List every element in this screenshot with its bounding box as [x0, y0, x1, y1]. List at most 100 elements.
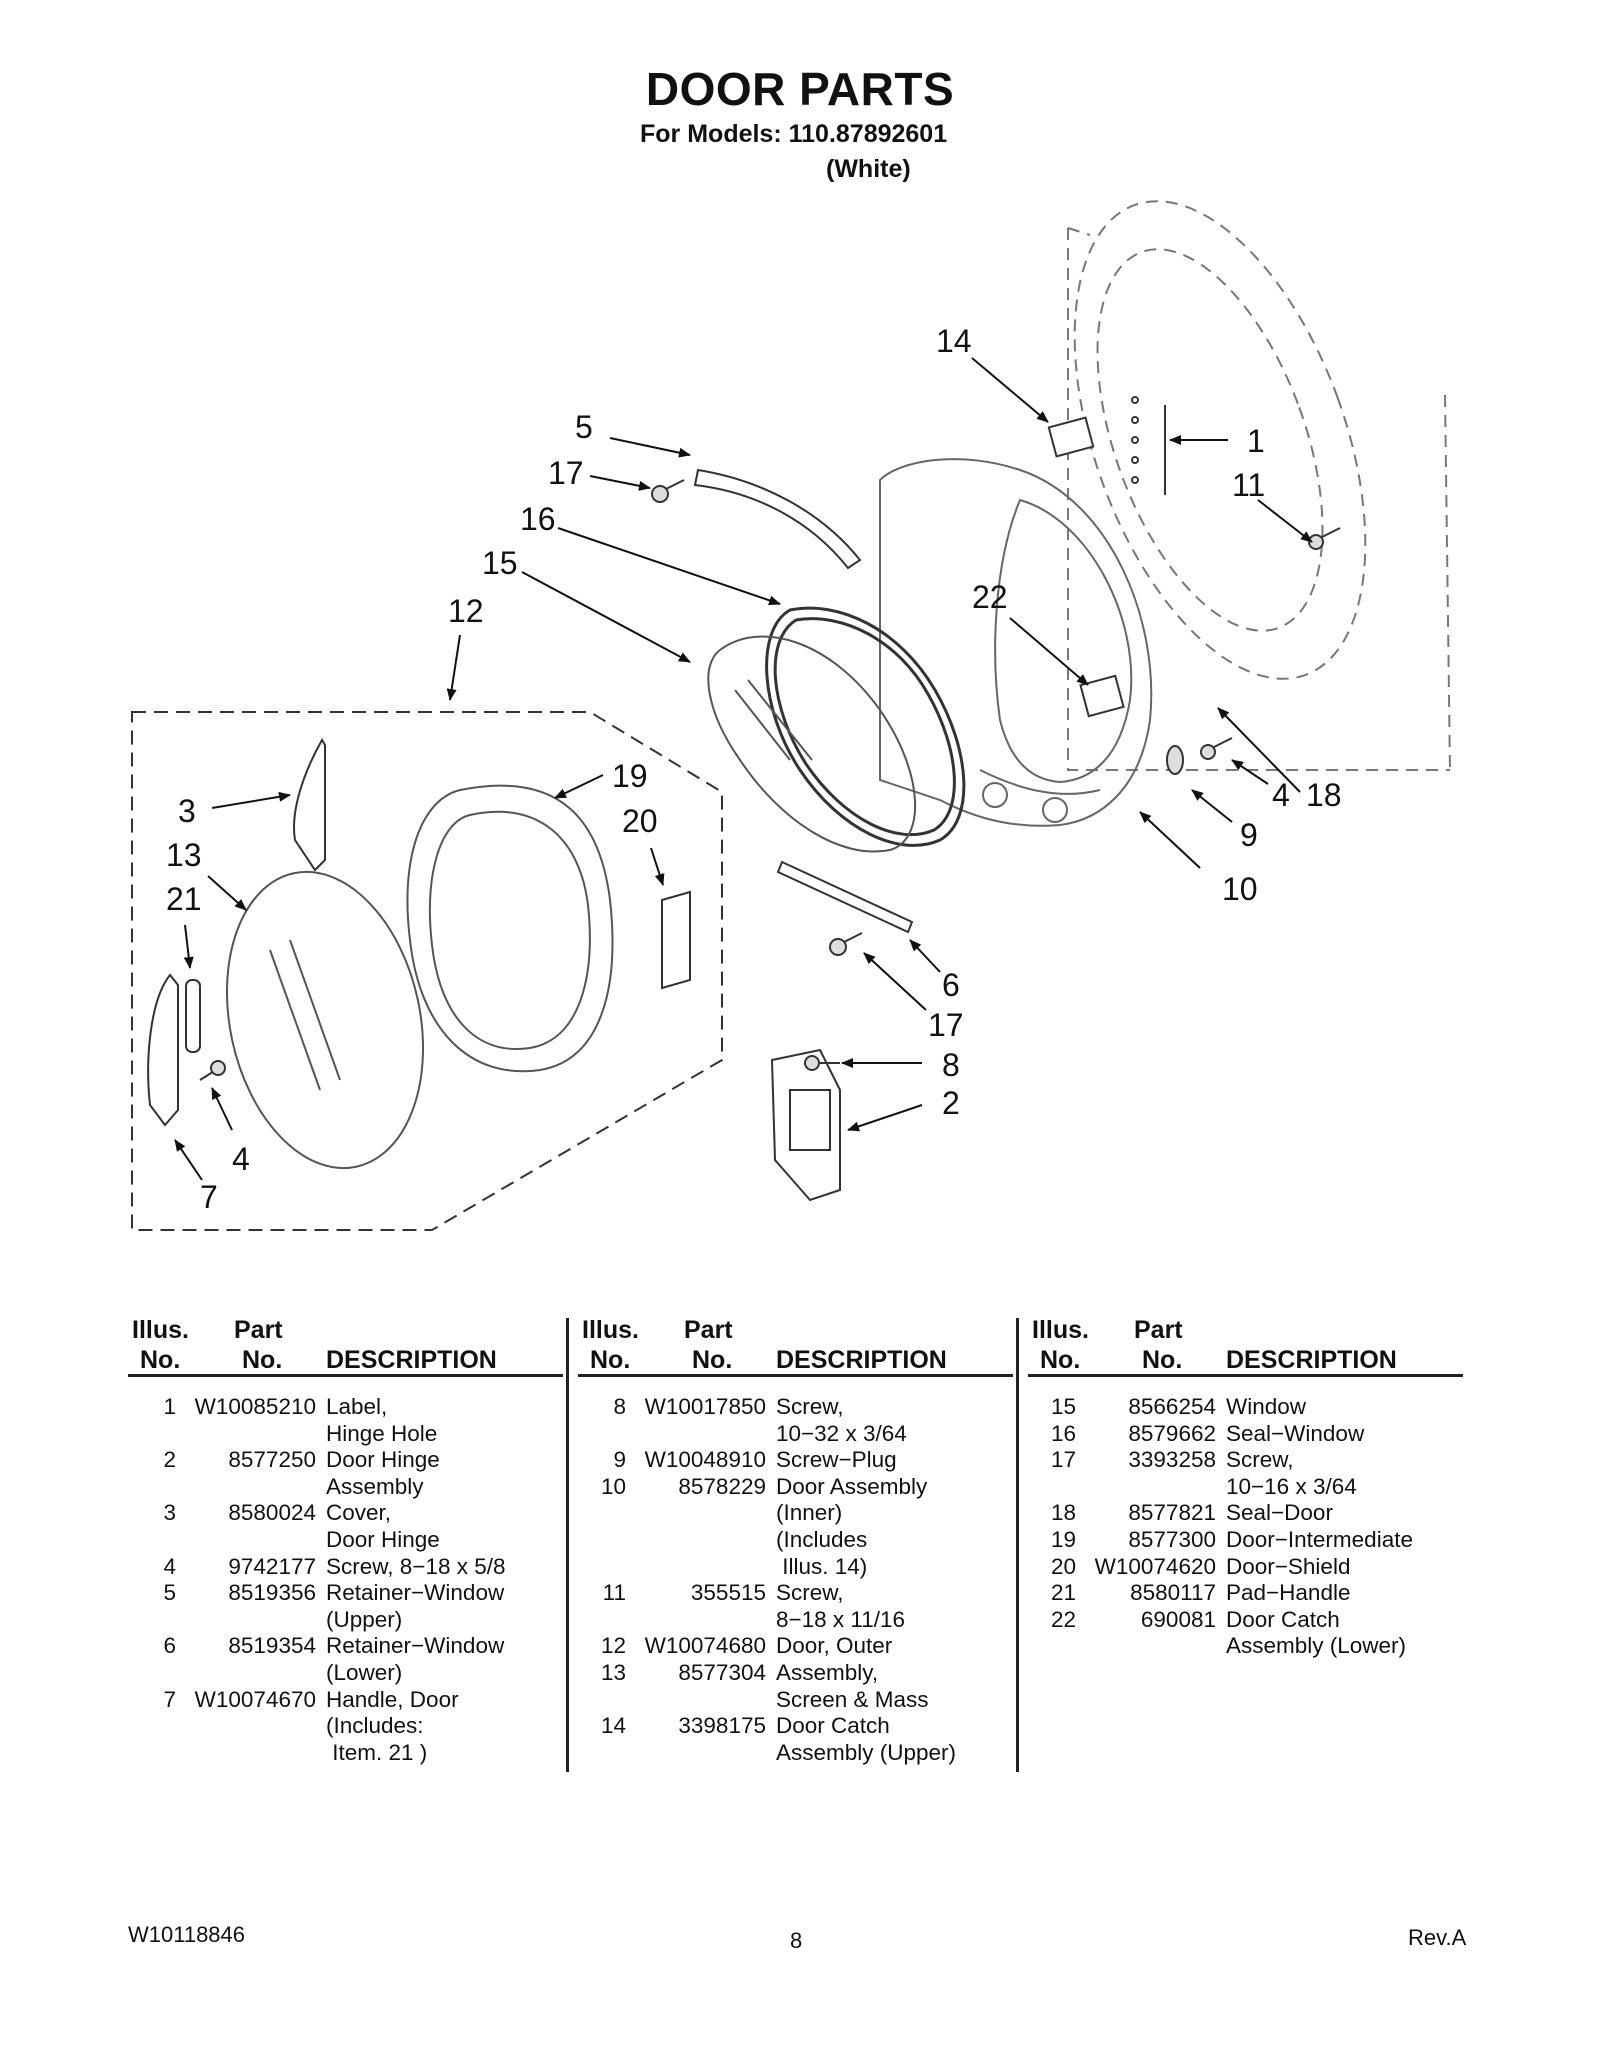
description-line: (Upper): [326, 1606, 403, 1632]
retainer-window-upper: [693, 468, 862, 570]
window-glass: [707, 635, 916, 853]
illus-number: 3: [163, 1500, 176, 1526]
part-number: W10048910: [644, 1447, 766, 1473]
description-line: Seal−Window: [1226, 1420, 1365, 1446]
description-line: Door Catch: [1226, 1606, 1340, 1632]
hinge-hole-label: [1131, 396, 1166, 495]
screw-17-bottom: [829, 932, 863, 956]
illus-number: 6: [163, 1633, 176, 1659]
outer-door-glass: [225, 870, 425, 1170]
description-line: 8−18 x 11/16: [776, 1606, 906, 1632]
part-description: Door Assembly(Inner)(Includes Illus. 14): [766, 1474, 927, 1580]
part-description: Screw,10−32 x 3/64: [766, 1394, 907, 1447]
part-description: Cover,Door Hinge: [316, 1500, 440, 1553]
part-number: 8519356: [228, 1580, 316, 1606]
callout: 15: [482, 545, 518, 581]
description-header: DESCRIPTION: [776, 1346, 947, 1374]
description-line: (Inner): [776, 1500, 843, 1526]
part-header: Part: [1134, 1316, 1183, 1344]
part-description: Seal−Door: [1216, 1500, 1333, 1527]
screw-17-top: [651, 479, 685, 503]
illus-number: 9: [613, 1447, 626, 1473]
part-number: W10017850: [644, 1394, 766, 1419]
illus-number: 1: [163, 1394, 176, 1419]
callout: 11: [1232, 467, 1265, 503]
part-number: 3398175: [678, 1713, 766, 1739]
table-header: Illus. No. Part No. DESCRIPTION: [128, 1316, 563, 1377]
callout: 6: [942, 967, 960, 1003]
outer-door-boundary: [131, 711, 723, 1231]
screw-8: [804, 1055, 840, 1071]
part-number: 8577250: [228, 1447, 316, 1473]
callout: 19: [612, 758, 648, 794]
page-title: DOOR PARTS: [645, 63, 955, 115]
callout: 17: [928, 1007, 964, 1043]
description-line: Screw,: [776, 1394, 844, 1419]
table-header: Illus. No. Part No. DESCRIPTION: [1028, 1316, 1463, 1377]
part-number: 8578229: [678, 1473, 766, 1499]
part-header: Part: [684, 1316, 733, 1344]
description-line: Door Assembly: [776, 1473, 928, 1499]
part-number: 8579662: [1128, 1420, 1216, 1446]
callout: 21: [166, 881, 202, 917]
description-line: Door, Outer: [776, 1633, 893, 1659]
page-number: 8: [790, 1928, 803, 1953]
part-description: Handle, Door(Includes: Item. 21 ): [316, 1687, 459, 1767]
part-number: W10074620: [1094, 1553, 1216, 1579]
illus-number: 19: [1050, 1526, 1076, 1552]
part-number: 3393258: [1128, 1447, 1216, 1473]
illus-number: 10: [600, 1473, 626, 1499]
description-line: Screw, 8−18 x 5/8: [326, 1553, 506, 1579]
description-line: Seal−Door: [1226, 1500, 1333, 1526]
door-catch-lower: [1079, 674, 1125, 718]
part-description: Pad−Handle: [1216, 1580, 1350, 1607]
description-line: Assembly (Upper): [776, 1739, 957, 1765]
part-number: 8577821: [1128, 1500, 1216, 1526]
inner-door-assembly: [879, 458, 1153, 827]
description-line: Cover,: [326, 1500, 392, 1526]
illus-number: 2: [163, 1447, 176, 1473]
description-line: Item. 21 ): [326, 1739, 428, 1765]
callout: 18: [1306, 777, 1342, 813]
callout: 13: [166, 837, 202, 873]
illus-number: 8: [613, 1394, 626, 1419]
callout: 16: [520, 501, 556, 537]
callout: 8: [942, 1047, 960, 1083]
description-line: Door Catch: [776, 1713, 890, 1739]
illus-header: No.: [140, 1346, 181, 1374]
part-number: 690081: [1140, 1606, 1216, 1632]
part-description: Retainer−Window(Upper): [316, 1580, 504, 1633]
description-line: Assembly,: [776, 1659, 879, 1685]
door-hinge-cover: [293, 738, 326, 872]
illus-number: 17: [1050, 1447, 1076, 1473]
description-line: Door Hinge: [326, 1526, 440, 1552]
callout: 12: [448, 593, 484, 629]
illus-number: 12: [600, 1633, 626, 1659]
description-line: Label,: [326, 1394, 388, 1419]
callout-labels: 14 5 1 17 11 16 15 22 12 3 19 20 4 18 13…: [166, 323, 1342, 1215]
illus-header: No.: [590, 1346, 631, 1374]
callout: 1: [1247, 423, 1265, 459]
callout: 14: [936, 323, 972, 359]
description-line: Screw,: [1226, 1447, 1294, 1473]
door-catch-upper: [1047, 416, 1095, 458]
table-header: Illus. No. Part No. DESCRIPTION: [578, 1316, 1013, 1377]
description-line: Hinge Hole: [326, 1420, 438, 1446]
part-description: Window: [1216, 1394, 1306, 1421]
description-line: Assembly: [326, 1473, 424, 1499]
